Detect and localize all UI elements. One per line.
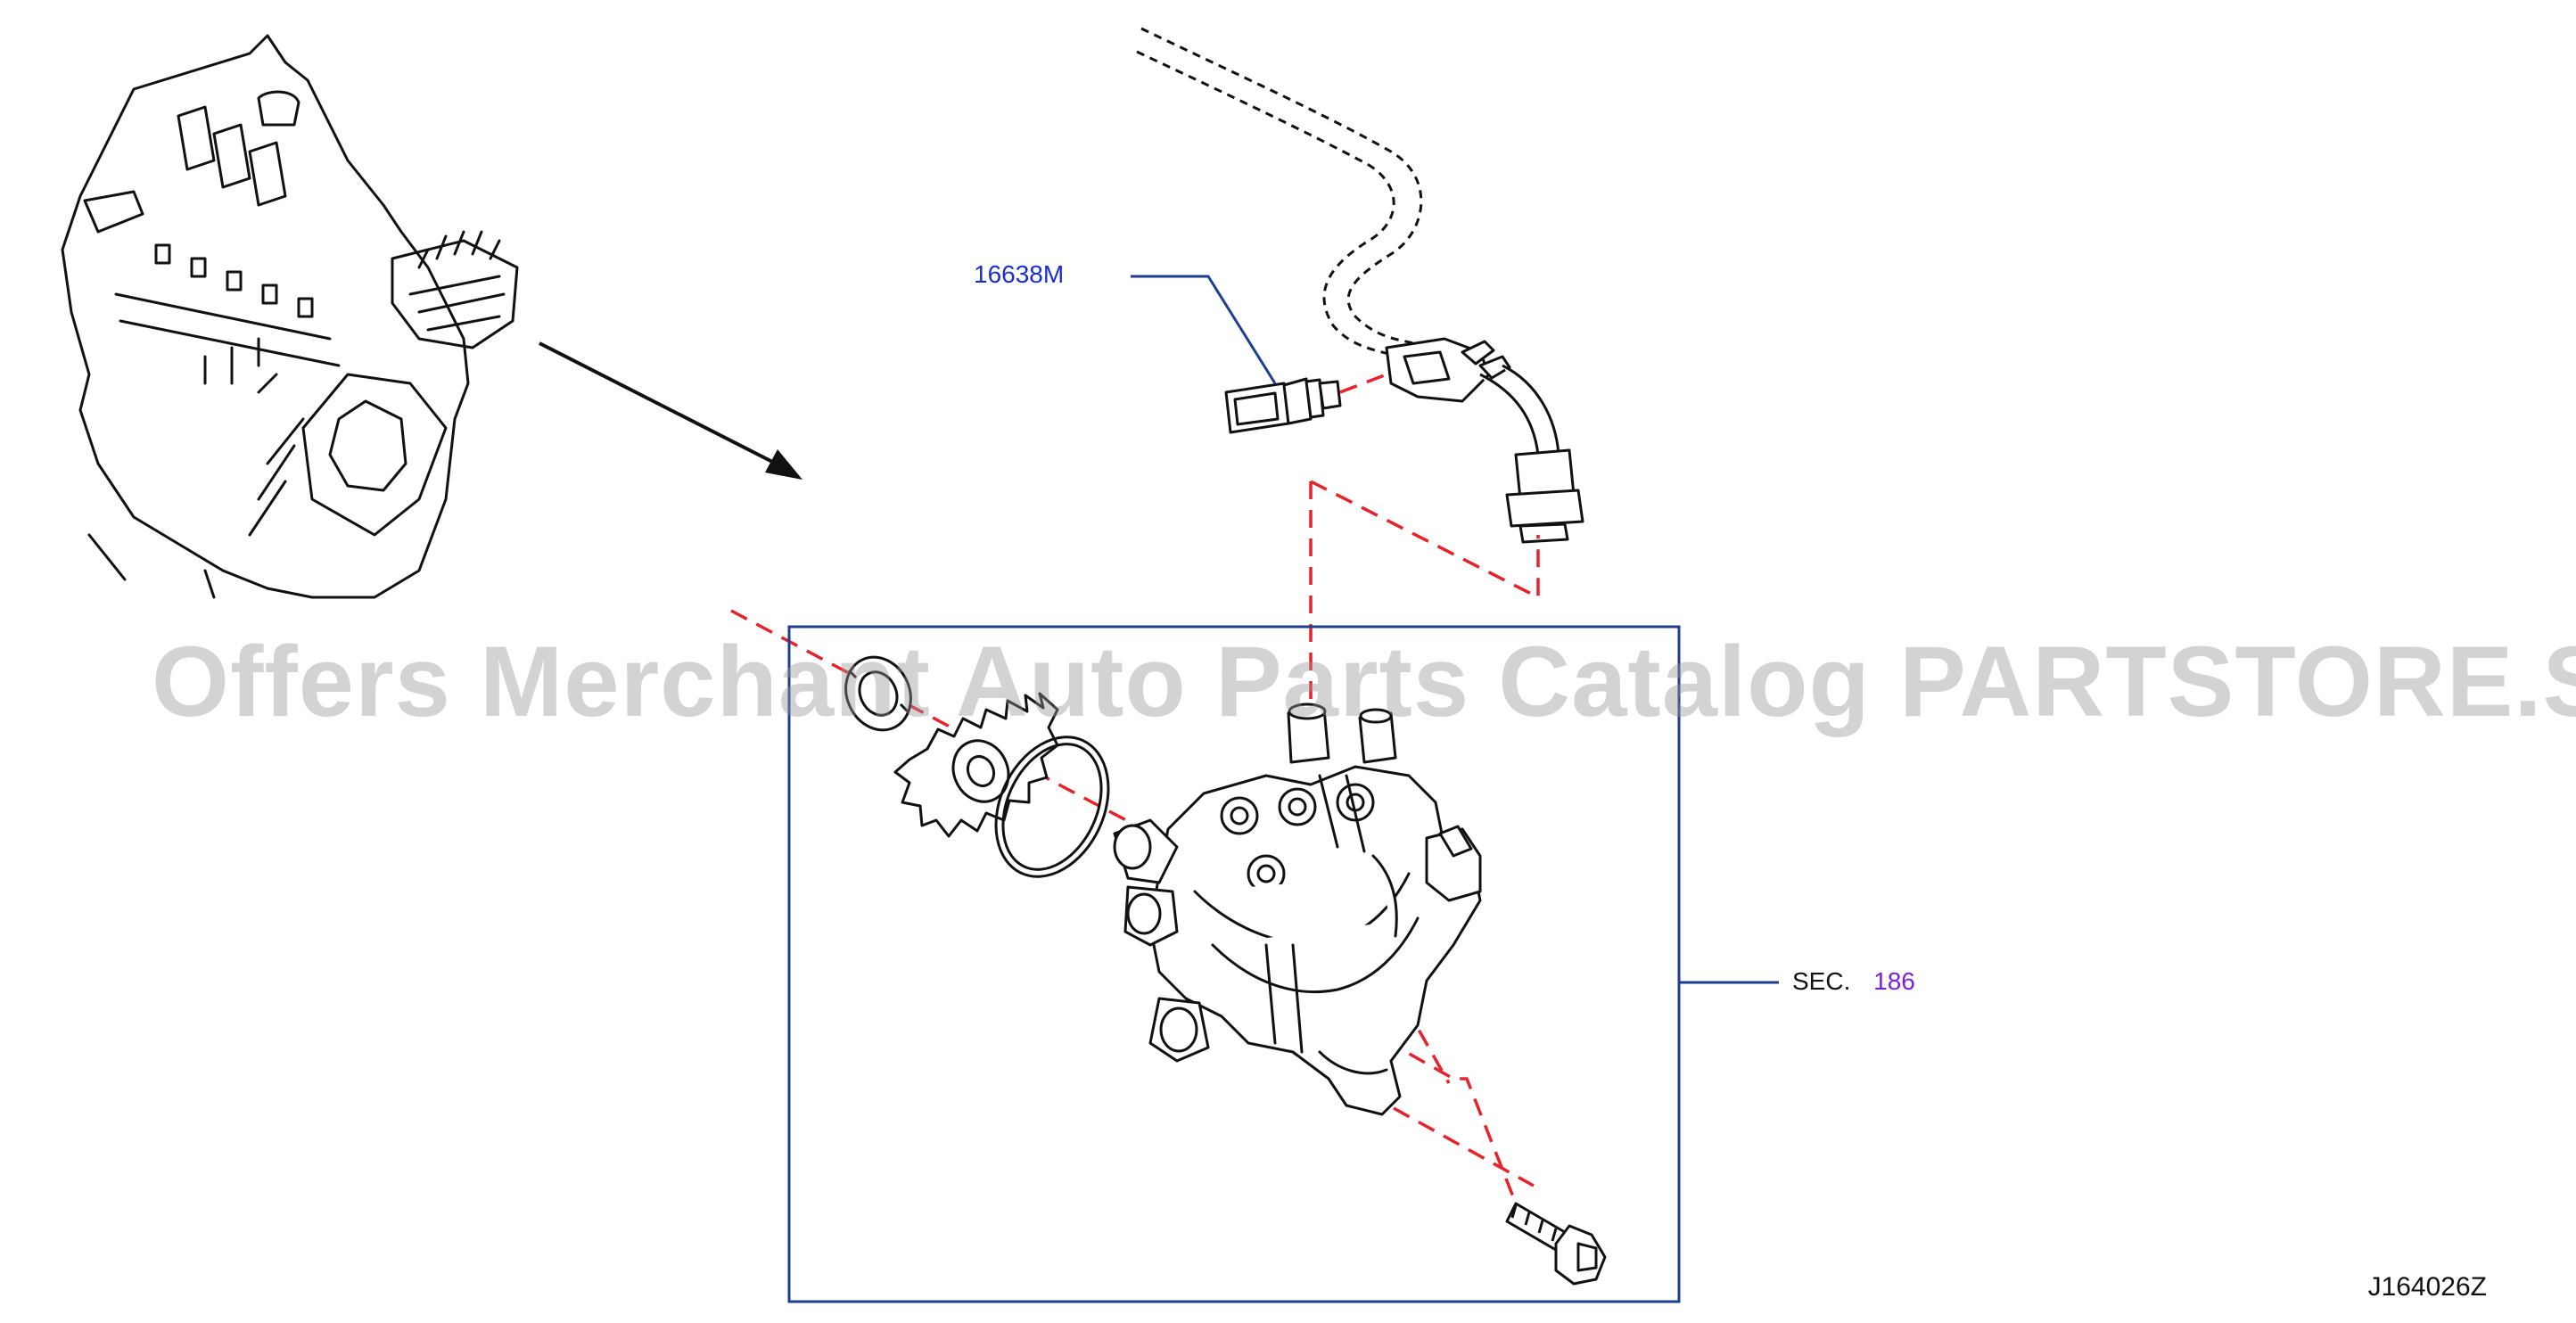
drive-gear-illustration — [893, 692, 1059, 838]
o-ring-illustration — [994, 735, 1110, 878]
section-label: SEC. 186 — [1792, 967, 1915, 996]
figure-code: J164026Z — [2367, 1272, 2487, 1302]
sensor-leader-line — [1131, 275, 1277, 384]
sensor-part-callout[interactable]: 16638M — [974, 260, 1065, 288]
section-number-link[interactable]: 186 — [1873, 967, 1915, 995]
harness-dashed-outline — [1136, 27, 1428, 363]
fuel-pump-illustration — [1113, 703, 1482, 1116]
section-prefix: SEC. — [1792, 967, 1851, 995]
engine-overview-illustration — [61, 34, 519, 599]
seal-washer-illustration — [844, 655, 912, 732]
zoom-arrow — [539, 341, 786, 470]
zoom-arrow-head — [765, 449, 802, 480]
bolt-illustration — [1505, 1202, 1607, 1286]
section-frame — [787, 625, 1681, 1303]
harness-connector-illustration — [1385, 337, 1584, 544]
sensor-part-illustration — [1224, 377, 1342, 434]
